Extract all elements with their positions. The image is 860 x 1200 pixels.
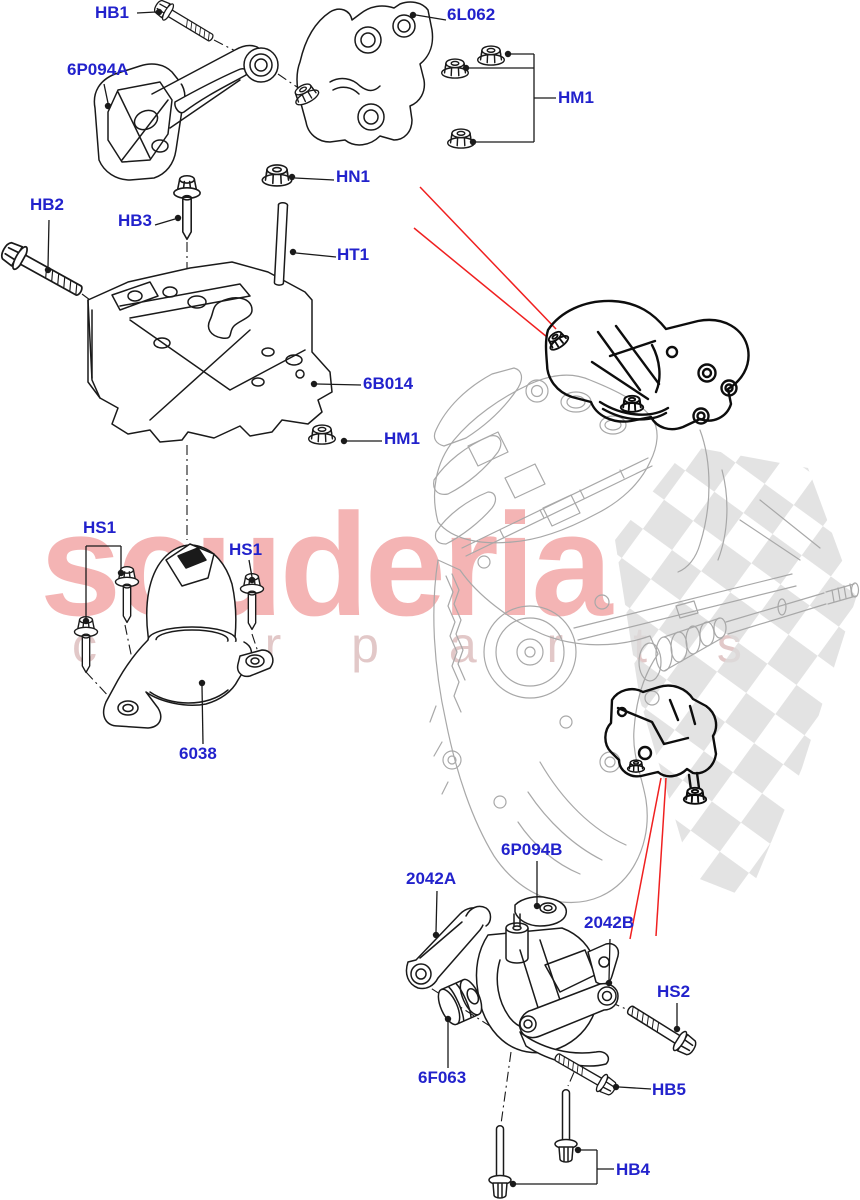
part-label-hb5: HB5 (652, 1080, 687, 1099)
label-leader-lines (44, 8, 681, 1188)
bolt-hs1-drawing (73, 616, 99, 674)
part-label-6l062: 6L062 (447, 5, 496, 24)
bushing-6f063-drawing (437, 978, 483, 1026)
hydro-mount-6038-drawing (102, 543, 274, 729)
part-label-6p094b: 6P094B (501, 840, 563, 859)
bolt-hb3-drawing (173, 174, 201, 241)
mount-bracket-6b014-drawing (87, 261, 333, 443)
installed-lower-mount-bracket (604, 684, 718, 805)
stud-ht1-drawing (273, 201, 289, 287)
bracket-arm-2042a-drawing (405, 905, 492, 990)
nut-hm1-drawing (446, 128, 476, 149)
nut-hm1-drawing (307, 424, 337, 445)
part-label-hb3: HB3 (118, 211, 153, 230)
red-pointer-lines (413, 186, 667, 940)
torque-arm-6p094a-drawing (93, 44, 279, 181)
bolt-hs2-drawing (622, 998, 701, 1060)
exploded-parts (0, 0, 701, 1199)
watermark-brand: scuderia (40, 483, 613, 646)
part-label-hn1: HN1 (336, 167, 371, 186)
part-label-hs1-left: HS1 (83, 518, 117, 537)
bolt-hb1-drawing (150, 0, 218, 48)
part-label-6f063: 6F063 (418, 1068, 467, 1087)
part-label-hb4: HB4 (616, 1160, 651, 1179)
part-label-6038: 6038 (179, 744, 217, 763)
part-label-6b014: 6B014 (363, 374, 414, 393)
checkered-flag-motif (615, 446, 856, 898)
part-label-hs2: HS2 (657, 982, 691, 1001)
part-label-hm1-top: HM1 (558, 88, 594, 107)
nut-hm1-drawing (476, 45, 506, 66)
bolt-hb2-drawing (0, 237, 88, 304)
part-label-ht1: HT1 (337, 245, 370, 264)
stud-hb4-drawing (554, 1089, 578, 1163)
part-label-hm1-mid: HM1 (384, 429, 420, 448)
bracket-6l062-drawing (296, 1, 434, 146)
nut-hn1-drawing (261, 164, 293, 187)
part-label-2042b: 2042B (584, 913, 635, 932)
part-label-2042a: 2042A (406, 869, 457, 888)
part-label-6p094a: 6P094A (67, 60, 129, 79)
leader-dots (44, 8, 681, 1188)
part-label-hb2: HB2 (30, 195, 65, 214)
bracket-strap-2042b-drawing (518, 982, 619, 1067)
part-label-hb1: HB1 (95, 3, 130, 22)
stud-hb4-drawing (488, 1125, 512, 1199)
part-label-hs1-right: HS1 (229, 540, 263, 559)
installed-upper-mount-bracket (543, 299, 750, 431)
